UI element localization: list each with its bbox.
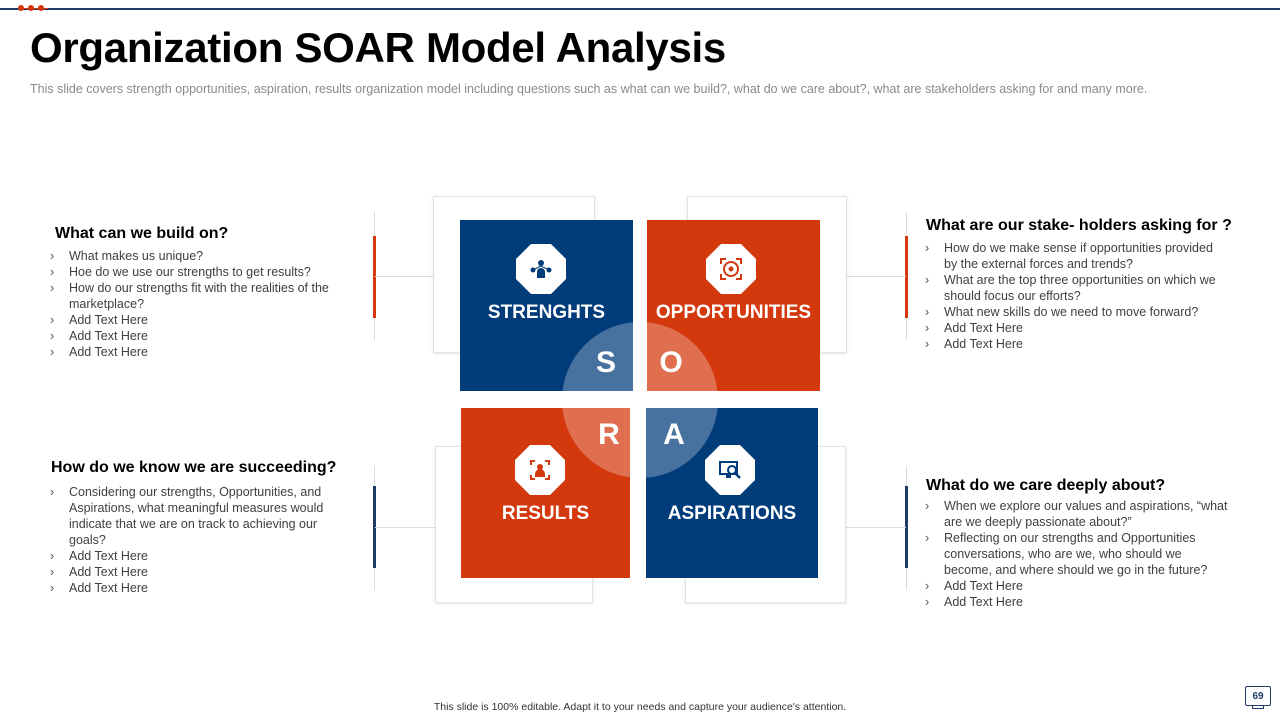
top-rule bbox=[0, 8, 1280, 10]
page-subtitle: This slide covers strength opportunities… bbox=[30, 82, 1148, 96]
connector-line bbox=[846, 276, 906, 277]
letter-a: A bbox=[663, 418, 685, 451]
accent-bar bbox=[905, 236, 908, 318]
list-item: Reflecting on our strengths and Opportun… bbox=[925, 530, 1230, 578]
aspirations-list: When we explore our values and aspiratio… bbox=[925, 498, 1230, 610]
list-item: How do we make sense if opportunities pr… bbox=[925, 240, 1225, 272]
list-item: Hoe do we use our strengths to get resul… bbox=[50, 264, 340, 280]
strengths-question: What can we build on? bbox=[55, 225, 229, 242]
list-item: Add Text Here bbox=[50, 344, 340, 360]
search-monitor-icon bbox=[705, 445, 755, 495]
results-label: RESULTS bbox=[501, 503, 590, 524]
strengths-list: What makes us unique? Hoe do we use our … bbox=[50, 248, 340, 360]
aspirations-label: ASPIRATIONS bbox=[667, 503, 797, 524]
list-item: Add Text Here bbox=[925, 320, 1225, 336]
page-number: 69 bbox=[1245, 686, 1271, 706]
team-arrows-icon bbox=[515, 445, 565, 495]
footer-note: This slide is 100% editable. Adapt it to… bbox=[433, 701, 847, 713]
letter-r: R bbox=[598, 418, 620, 451]
aspirations-question: What do we care deeply about? bbox=[926, 477, 1166, 494]
target-icon bbox=[706, 244, 756, 294]
opportunities-list: How do we make sense if opportunities pr… bbox=[925, 240, 1225, 352]
letter-s: S bbox=[595, 346, 616, 379]
accent-bar bbox=[373, 486, 376, 568]
results-list: Considering our strengths, Opportunities… bbox=[50, 484, 340, 596]
list-item: What new skills do we need to move forwa… bbox=[925, 304, 1225, 320]
results-question: How do we know we are succeeding? bbox=[51, 459, 337, 476]
list-item: Add Text Here bbox=[50, 312, 340, 328]
list-item: Add Text Here bbox=[50, 580, 340, 596]
accent-bar bbox=[905, 486, 908, 568]
page-number-tab bbox=[1252, 705, 1264, 709]
accent-bar bbox=[373, 236, 376, 318]
opportunities-question: What are our stake- holders asking for ? bbox=[926, 217, 1232, 234]
aspirations-tile: ASPIRATIONS bbox=[646, 408, 818, 578]
strengths-label: STRENGHTS bbox=[487, 302, 606, 323]
top-dots bbox=[18, 5, 44, 11]
list-item: Add Text Here bbox=[925, 594, 1230, 610]
list-item: What are the top three opportunities on … bbox=[925, 272, 1225, 304]
center-circle bbox=[562, 322, 718, 478]
opportunities-tile: OPPORTUNITIES bbox=[647, 220, 820, 391]
strengths-tile: STRENGHTS bbox=[460, 220, 633, 391]
list-item: Add Text Here bbox=[925, 336, 1225, 352]
list-item: Add Text Here bbox=[925, 578, 1230, 594]
list-item: Add Text Here bbox=[50, 328, 340, 344]
connector-line bbox=[846, 527, 906, 528]
results-tile: RESULTS bbox=[461, 408, 630, 578]
list-item: Add Text Here bbox=[50, 548, 340, 564]
list-item: When we explore our values and aspiratio… bbox=[925, 498, 1230, 530]
list-item: How do our strengths fit with the realit… bbox=[50, 280, 340, 312]
opportunities-label: OPPORTUNITIES bbox=[655, 302, 812, 323]
list-item: Considering our strengths, Opportunities… bbox=[50, 484, 340, 548]
connector-line bbox=[375, 276, 435, 277]
page-title: Organization SOAR Model Analysis bbox=[30, 24, 726, 71]
connector-line bbox=[375, 527, 435, 528]
list-item: What makes us unique? bbox=[50, 248, 340, 264]
list-item: Add Text Here bbox=[50, 564, 340, 580]
letter-o: O bbox=[659, 346, 683, 379]
people-network-icon bbox=[516, 244, 566, 294]
